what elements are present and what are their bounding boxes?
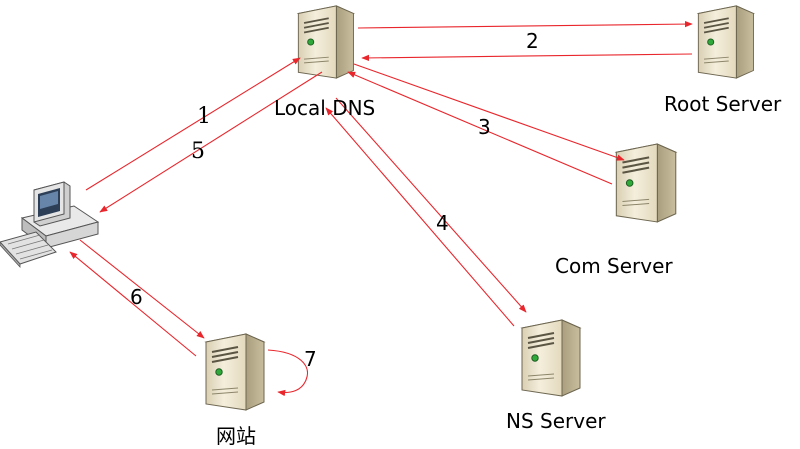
step-3-label: 3 [478,115,491,139]
step-1-label: 1 [197,104,211,129]
ns-server-label: NS Server [506,409,606,433]
step-4-label: 4 [436,211,449,235]
website-label: 网站 [216,424,256,448]
arrow-step-1-client-to-local-dns [85,57,301,191]
step-6-label: 6 [130,285,143,309]
arrow-step-7-website-loop [267,349,308,397]
arrow-step-5-local-dns-to-client [99,71,323,213]
arrow-step-2-root-to-local-dns [361,53,693,62]
arrow-step-4-local-dns-to-ns [335,97,527,313]
server-icon-local-dns [297,4,355,80]
arrow-step-6-website-to-client [69,251,197,357]
step-7-label: 7 [304,347,317,371]
server-icon-root-server [697,4,755,80]
step-5-label: 5 [191,139,205,164]
local-dns-label: Local DNS [274,96,376,120]
desktop-computer-icon [0,181,100,269]
server-icon-ns-server [521,319,581,397]
arrow-step-3-local-dns-to-com [353,63,625,161]
arrow-step-3-com-to-local-dns [347,71,613,185]
arrow-step-6-client-to-website [79,239,205,339]
arrow-step-2-local-dns-to-root [357,20,693,29]
step-2-label: 2 [526,29,539,53]
server-icon-website [205,333,265,411]
server-icon-com-server [615,143,677,223]
com-server-label: Com Server [555,254,673,278]
root-server-label: Root Server [664,92,782,116]
arrow-step-4-ns-to-local-dns [325,107,515,327]
